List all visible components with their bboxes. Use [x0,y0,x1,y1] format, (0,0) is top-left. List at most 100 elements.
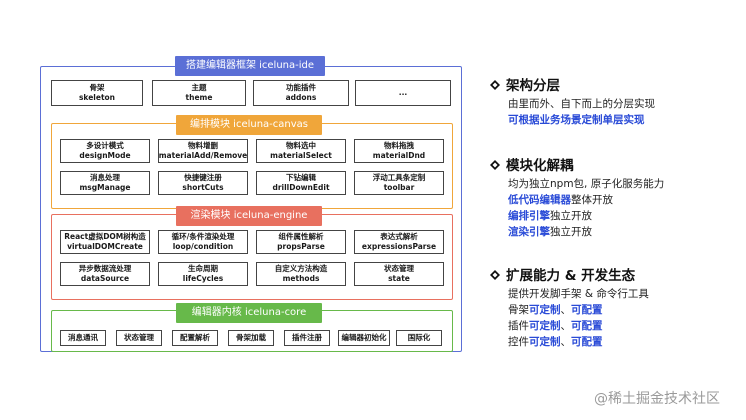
ide-layer-title: 搭建编辑器框架 iceluna-ide [175,56,325,76]
engine-item-state: 状态管理 state [354,262,444,286]
section-title-extensibility: 扩展能力 & 开发生态 [490,264,635,284]
engine-item-cn: 组件属性解析 [278,232,324,241]
canvas-item-designmode: 多设计模式 designMode [60,139,150,163]
section-line: 控件可定制、可配置 [508,334,603,349]
section-line: 均为独立npm包, 原子化服务能力 [508,176,664,191]
line-highlight: 可定制 [529,320,561,332]
canvas-item-en: materialAdd/Remove [158,151,248,160]
engine-item-cn: 表达式解析 [380,232,418,241]
diamond-bullet-icon [490,80,500,90]
canvas-item-drilldownedit: 下钻编辑 drillDownEdit [256,171,346,195]
line-highlight: 可配置 [571,320,603,332]
engine-item-en: lifeCycles [182,274,224,283]
line-text: 骨架 [508,304,529,316]
canvas-item-msgmanage: 消息处理 msgManage [60,171,150,195]
core-layer-title: 编辑器内核 iceluna-core [176,303,322,323]
diamond-bullet-icon [490,270,500,280]
canvas-item-en: msgManage [79,183,131,192]
engine-item-en: loop/condition [172,242,234,251]
diamond-bullet-icon [490,160,500,170]
engine-item-loop: 循环/条件渲染处理 loop/condition [158,230,248,254]
line-highlight: 可配置 [571,336,603,348]
engine-layer-title: 渲染模块 iceluna-engine [176,206,322,226]
ide-item-skeleton: 骨架 skeleton [51,80,143,106]
canvas-item-en: shortCuts [182,183,224,192]
canvas-item-cn: 物料选中 [286,141,316,150]
core-item-messaging: 消息通讯 [60,330,106,346]
core-item-label: 消息通讯 [68,333,98,342]
line-text: 、 [560,304,572,316]
line-highlight: 低代码编辑器 [508,194,571,206]
ide-item-en: skeleton [78,93,116,102]
core-item-state: 状态管理 [116,330,162,346]
ide-item-cn: 骨架 [89,83,105,92]
core-item-i18n: 国际化 [396,330,442,346]
section-line: 插件可定制、可配置 [508,318,603,333]
canvas-layer-frame [51,123,453,209]
canvas-item-cn: 浮动工具条定制 [372,173,426,182]
ide-item-more: ... [355,80,451,106]
engine-item-expressions: 表达式解析 expressionsParse [354,230,444,254]
engine-item-en: propsParse [277,242,325,251]
line-text: 由里而外、自下而上的分层实现 [508,98,655,110]
core-item-label: 插件注册 [292,333,322,342]
ide-item-en: addons [285,93,317,102]
line-text: 、 [560,320,572,332]
engine-item-en: virtualDOMCreate [67,242,143,251]
canvas-item-en: materialDnd [372,151,426,160]
section-line: 编排引擎独立开放 [508,208,592,223]
core-item-label: 国际化 [407,333,431,342]
section-line: 渲染引擎独立开放 [508,224,592,239]
engine-item-en: methods [282,274,320,283]
canvas-item-en: designMode [79,151,131,160]
line-highlight: 渲染引擎 [508,226,550,238]
watermark: @稀土掘金技术社区 [594,391,720,407]
section-title-text: 扩展能力 & 开发生态 [506,268,636,284]
ide-item-addons: 功能插件 addons [253,80,349,106]
line-text: 提供开发脚手架 & 命令行工具 [508,288,649,300]
engine-item-lifecycles: 生命周期 lifeCycles [158,262,248,286]
line-highlight: 可根据业务场景定制单层实现 [508,114,645,126]
engine-item-cn: 生命周期 [188,264,218,273]
canvas-item-materialadd: 物料增删 materialAdd/Remove [158,139,248,163]
core-item-plugin-register: 插件注册 [284,330,330,346]
ide-item-cn: 功能插件 [286,83,316,92]
engine-item-en: state [388,274,410,283]
engine-item-en: dataSource [80,274,130,283]
core-item-label: 状态管理 [124,333,154,342]
section-line: 提供开发脚手架 & 命令行工具 [508,286,649,301]
core-item-label: 骨架加载 [236,333,266,342]
line-highlight: 可定制 [529,336,561,348]
line-text: 独立开放 [550,210,592,222]
engine-item-cn: React虚拟DOM树构造 [64,232,146,241]
canvas-item-materialdnd: 物料拖拽 materialDnd [354,139,444,163]
section-line: 可根据业务场景定制单层实现 [508,112,645,127]
ide-item-cn: ... [398,88,408,97]
section-line: 低代码编辑器整体开放 [508,192,613,207]
canvas-item-en: drillDownEdit [272,183,330,192]
canvas-item-cn: 物料拖拽 [384,141,414,150]
section-line: 由里而外、自下而上的分层实现 [508,96,655,111]
engine-layer-frame [51,214,453,300]
core-item-config: 配置解析 [172,330,218,346]
engine-item-datasource: 异步数据流处理 dataSource [60,262,150,286]
ide-item-en: theme [185,93,213,102]
line-highlight: 可配置 [571,304,603,316]
section-title-text: 架构分层 [506,78,560,94]
canvas-item-cn: 多设计模式 [86,141,124,150]
core-item-editor-init: 编辑器初始化 [338,330,390,346]
canvas-layer-title: 编排模块 iceluna-canvas [176,115,322,135]
engine-item-virtualdom: React虚拟DOM树构造 virtualDOMCreate [60,230,150,254]
canvas-item-en: materialSelect [270,151,332,160]
line-text: 控件 [508,336,529,348]
canvas-item-cn: 消息处理 [90,173,120,182]
engine-item-en: expressionsParse [361,242,437,251]
section-title-modular: 模块化解耦 [490,154,574,174]
section-title-layering: 架构分层 [490,74,560,94]
ide-item-cn: 主题 [191,83,207,92]
line-text: 独立开放 [550,226,592,238]
line-text: 均为独立npm包, 原子化服务能力 [508,178,665,190]
engine-item-cn: 自定义方法构造 [274,264,328,273]
line-highlight: 编排引擎 [508,210,550,222]
line-highlight: 可定制 [529,304,561,316]
